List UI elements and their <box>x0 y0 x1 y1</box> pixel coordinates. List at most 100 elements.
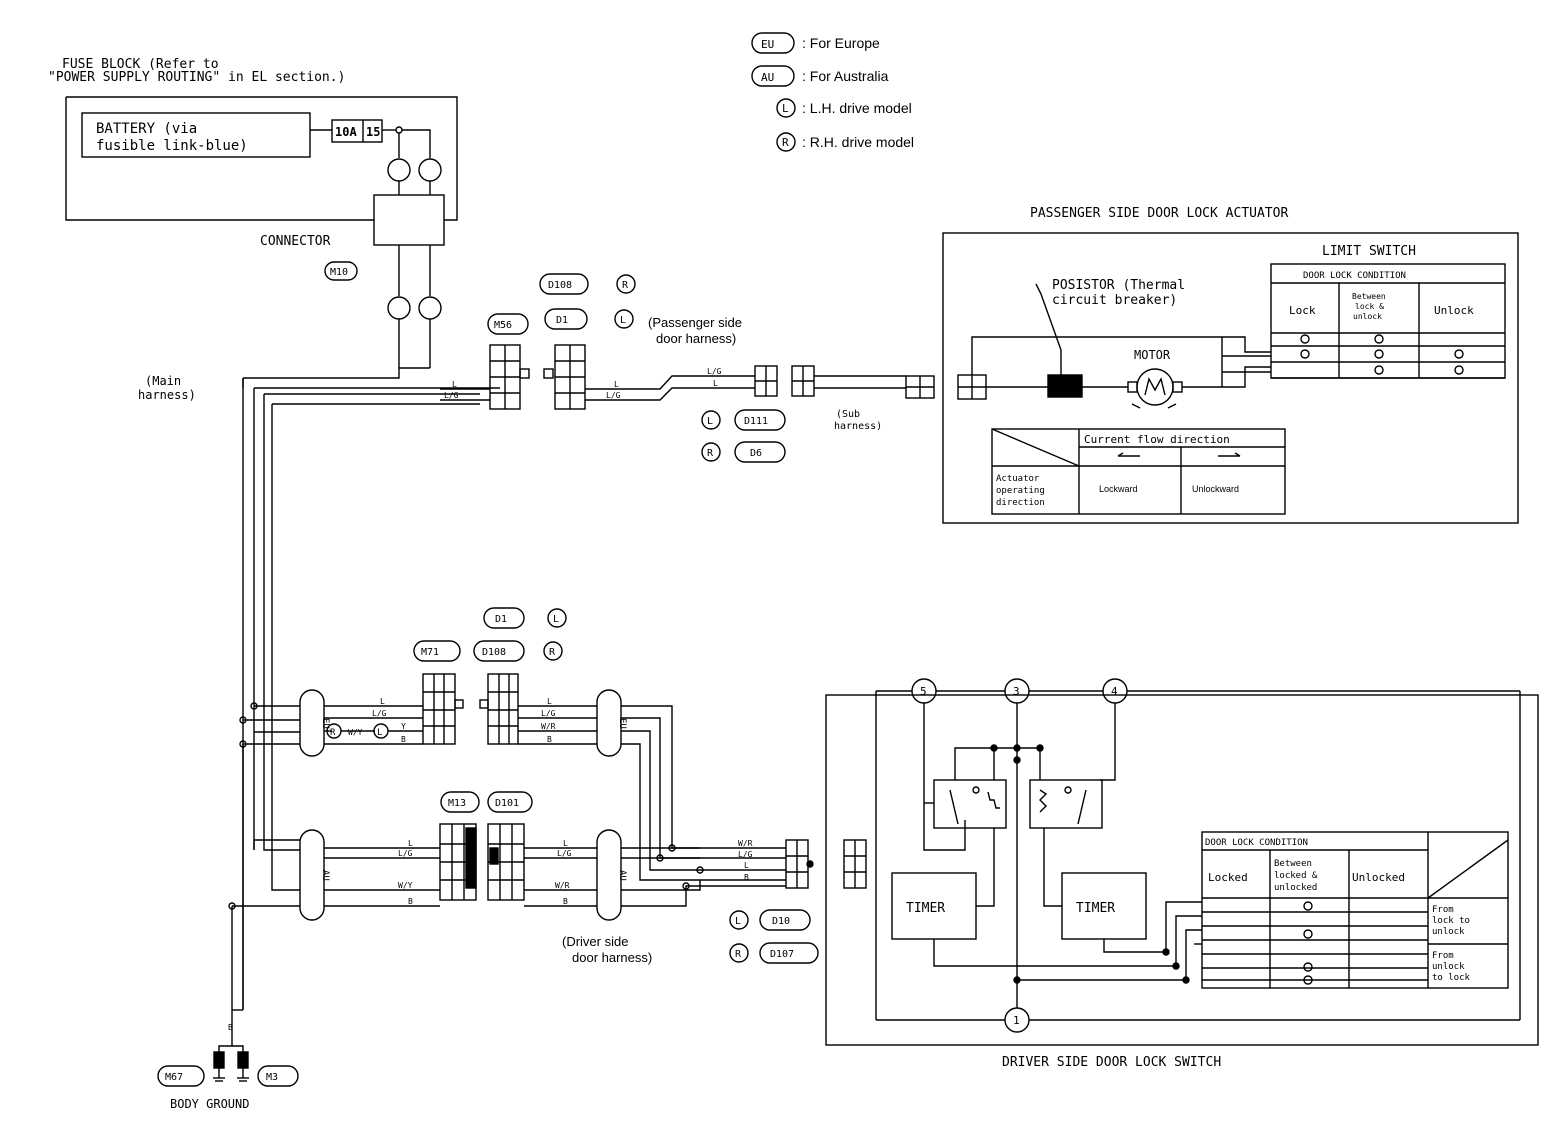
motor-label: MOTOR <box>1134 348 1171 362</box>
wire-l-au-r: L <box>563 839 568 848</box>
conn-m13: M13 <box>448 798 466 809</box>
driver-condition-table <box>1201 831 1509 989</box>
actuator-dir-1: Actuator <box>996 474 1040 484</box>
marker-r-mid: R <box>549 647 556 658</box>
wire-lg-au: L/G <box>398 849 413 858</box>
harness-text: (Main harness) (Passenger side door harn… <box>138 315 882 965</box>
connector-m10 <box>243 245 442 379</box>
conn-m56: M56 <box>494 320 512 331</box>
legend-au-badge <box>751 65 795 87</box>
passenger-actuator-title: PASSENGER SIDE DOOR LOCK ACTUATOR <box>1030 206 1288 221</box>
wire-b-ground: B <box>228 1023 233 1032</box>
driver-harness-1: (Driver side <box>562 934 628 949</box>
current-flow-table <box>991 428 1286 515</box>
wire-b-eu-r: B <box>547 735 552 744</box>
fuse-amp: 10A <box>335 125 357 139</box>
actuator-dir-3: direction <box>996 498 1045 508</box>
fuse-number: 15 <box>366 125 380 139</box>
marker-eu-right: EU <box>617 718 627 729</box>
legend-lh-desc: : L.H. drive model <box>802 100 912 116</box>
passenger-harness-wires <box>440 273 935 463</box>
legend-lh-badge <box>776 98 796 118</box>
conn-d107: D107 <box>770 949 794 960</box>
legend <box>751 32 796 152</box>
wire-lg-a: L/G <box>444 391 459 400</box>
marker-l-eu: L <box>377 728 382 738</box>
timer-left: TIMER <box>906 901 945 916</box>
wire-lg-eu: L/G <box>372 709 387 718</box>
unlocked-label: Unlocked <box>1352 871 1405 884</box>
marker-l-d10: L <box>735 916 741 927</box>
fuse-block-text: FUSE BLOCK (Refer to "POWER SUPPLY ROUTI… <box>48 57 380 278</box>
door-lock-condition-d: DOOR LOCK CONDITION <box>1205 838 1308 848</box>
wire-l-eu: L <box>380 697 385 706</box>
from-lock-3: unlock <box>1432 927 1465 937</box>
marker-eu-left: EU <box>320 718 330 729</box>
wire-l-eu-r: L <box>547 697 552 706</box>
marker-l-mid: L <box>553 614 559 625</box>
marker-r-eu: R <box>330 728 336 738</box>
pin-4: 4 <box>1111 685 1118 698</box>
timer-right: TIMER <box>1076 901 1115 916</box>
wire-l-out: L <box>744 861 749 870</box>
battery-box <box>81 112 311 158</box>
eu-connector-group <box>299 607 622 757</box>
wire-lg-au-r: L/G <box>557 849 572 858</box>
conn-m71: M71 <box>421 647 439 658</box>
wire-b-au: B <box>408 897 413 906</box>
posistor-label-2: circuit breaker) <box>1052 293 1177 308</box>
fuse-block <box>65 96 458 246</box>
pin-5: 5 <box>920 685 927 698</box>
from-unlock-2: unlock <box>1432 962 1465 972</box>
wire-b-out: B <box>744 873 749 882</box>
marker-r-d6: R <box>707 448 714 459</box>
passenger-harness-2: door harness) <box>656 331 736 346</box>
connector-d108-mid-body <box>487 673 519 745</box>
wire-l-b: L <box>614 380 619 389</box>
fuse-connector <box>373 194 445 246</box>
wire-lg-c: L/G <box>707 367 722 376</box>
legend-au-code: AU <box>761 71 774 84</box>
marker-l-d111: L <box>707 416 713 427</box>
pin-3: 3 <box>1013 685 1020 698</box>
fuse-10a <box>331 119 383 143</box>
main-harness-wires <box>228 378 500 1040</box>
unlockward-label: Unlockward <box>1192 484 1239 494</box>
between-d-2: locked & <box>1274 871 1318 881</box>
wire-lg-out: L/G <box>738 850 753 859</box>
body-ground <box>157 1040 299 1087</box>
conn-m3: M3 <box>266 1072 278 1083</box>
conn-d111: D111 <box>744 416 768 427</box>
legend-rh-code: R <box>782 136 789 149</box>
driver-harness-wires <box>621 705 819 964</box>
battery-label-2: fusible link-blue) <box>96 138 248 154</box>
posistor-label-1: POSISTOR (Thermal <box>1052 278 1185 293</box>
wire-wr-out: W/R <box>738 839 753 848</box>
from-lock-1: From <box>1432 905 1454 915</box>
conn-d108-mid: D108 <box>482 647 506 658</box>
sub-harness-2: harness) <box>834 421 882 432</box>
sub-harness-1: (Sub <box>836 409 860 420</box>
passenger-actuator-text: PASSENGER SIDE DOOR LOCK ACTUATOR LIMIT … <box>996 206 1474 508</box>
wire-y-eu: Y <box>401 722 406 731</box>
limit-switch-table <box>1270 263 1506 379</box>
driver-switch-title: DRIVER SIDE DOOR LOCK SWITCH <box>1002 1055 1221 1070</box>
main-harness-2: harness) <box>138 388 196 402</box>
from-unlock-1: From <box>1432 951 1454 961</box>
conn-d10: D10 <box>772 916 790 927</box>
legend-eu-code: EU <box>761 38 774 51</box>
actuator-dir-2: operating <box>996 486 1045 496</box>
marker-au-right: AU <box>617 870 627 881</box>
main-harness-1: (Main <box>145 374 181 388</box>
current-flow-label: Current flow direction <box>1084 433 1230 446</box>
wire-l-c: L <box>713 379 718 388</box>
marker-r-top: R <box>622 280 629 291</box>
lock-label: Lock <box>1289 304 1316 317</box>
passenger-actuator-box <box>942 232 1519 524</box>
driver-switch-text: DRIVER SIDE DOOR LOCK SWITCH 5 3 4 1 TIM… <box>906 685 1471 1070</box>
wire-wy-eu: W/Y <box>348 728 363 737</box>
legend-rh-desc: : R.H. drive model <box>802 134 914 150</box>
wire-color-labels: L L/G L L/G L/G L L L/G W/Y Y B L L/G W/… <box>228 367 753 1032</box>
door-lock-condition-p: DOOR LOCK CONDITION <box>1303 271 1406 281</box>
